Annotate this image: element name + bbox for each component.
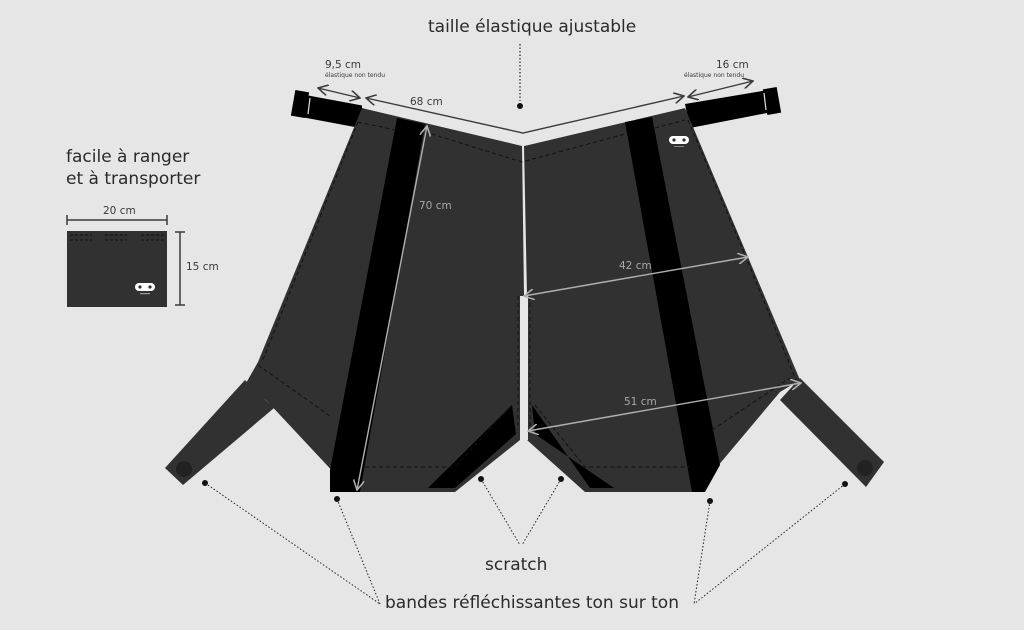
hip-label: 42 cm: [619, 260, 652, 272]
title-leader-dot: [517, 103, 523, 109]
length-label: 70 cm: [419, 200, 452, 212]
folded-width-label: 20 cm: [103, 205, 136, 217]
brand-logo-icon: [135, 283, 155, 295]
left-belt: [290, 89, 365, 128]
pants-illustration: [165, 86, 884, 492]
hip-dimension: [524, 257, 748, 296]
right-elastic-note: élastique non tendu: [684, 72, 744, 79]
callouts: scratch bandes réfléchissantes ton sur t…: [202, 476, 848, 613]
left-strap-snap: [176, 461, 192, 477]
left-strap: [165, 380, 274, 485]
right-elastic-dimension: [688, 81, 753, 97]
brand-logo-icon: [669, 136, 689, 147]
side-caption-line1: facile à ranger: [66, 147, 189, 167]
folded-height-label: 15 cm: [186, 261, 219, 273]
right-strap: [780, 378, 884, 487]
right-belt: [685, 86, 782, 128]
right-strap-snap: [857, 460, 873, 476]
measurements: 9,5 cm élastique non tendu 16 cm élastiq…: [318, 59, 801, 490]
folded-pouch: [67, 231, 167, 307]
folded-pouch-group: facile à ranger et à transporter 20 cm 1…: [66, 147, 219, 307]
left-elastic-dimension: [318, 88, 360, 98]
scratch-callout: scratch: [485, 555, 547, 575]
title-waist: taille élastique ajustable: [428, 17, 636, 37]
waist-dimension: [366, 96, 684, 134]
side-caption-line2: et à transporter: [66, 169, 200, 189]
waist-label: 68 cm: [410, 96, 443, 108]
length-dimension: [357, 126, 427, 490]
hem-label: 51 cm: [624, 396, 657, 408]
right-elastic-label: 16 cm: [716, 59, 749, 71]
left-elastic-note: élastique non tendu: [325, 72, 385, 79]
hem-dimension: [528, 383, 801, 431]
reflective-callout: bandes réfléchissantes ton sur ton: [385, 593, 679, 613]
left-elastic-label: 9,5 cm: [325, 59, 361, 71]
